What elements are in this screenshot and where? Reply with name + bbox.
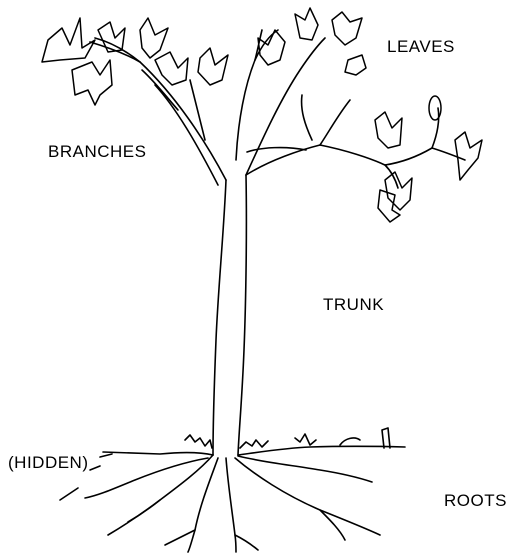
roots-label: ROOTS [444,492,507,509]
trunk-outline [213,175,246,455]
leaves-label: LEAVES [387,38,455,55]
trunk-label: TRUNK [323,296,384,313]
branches-label: BRANCHES [48,143,146,160]
hidden-label: (HIDDEN) [8,454,89,471]
roots [60,455,380,552]
hidden-leader-line [100,454,112,457]
ground-line [103,428,405,455]
